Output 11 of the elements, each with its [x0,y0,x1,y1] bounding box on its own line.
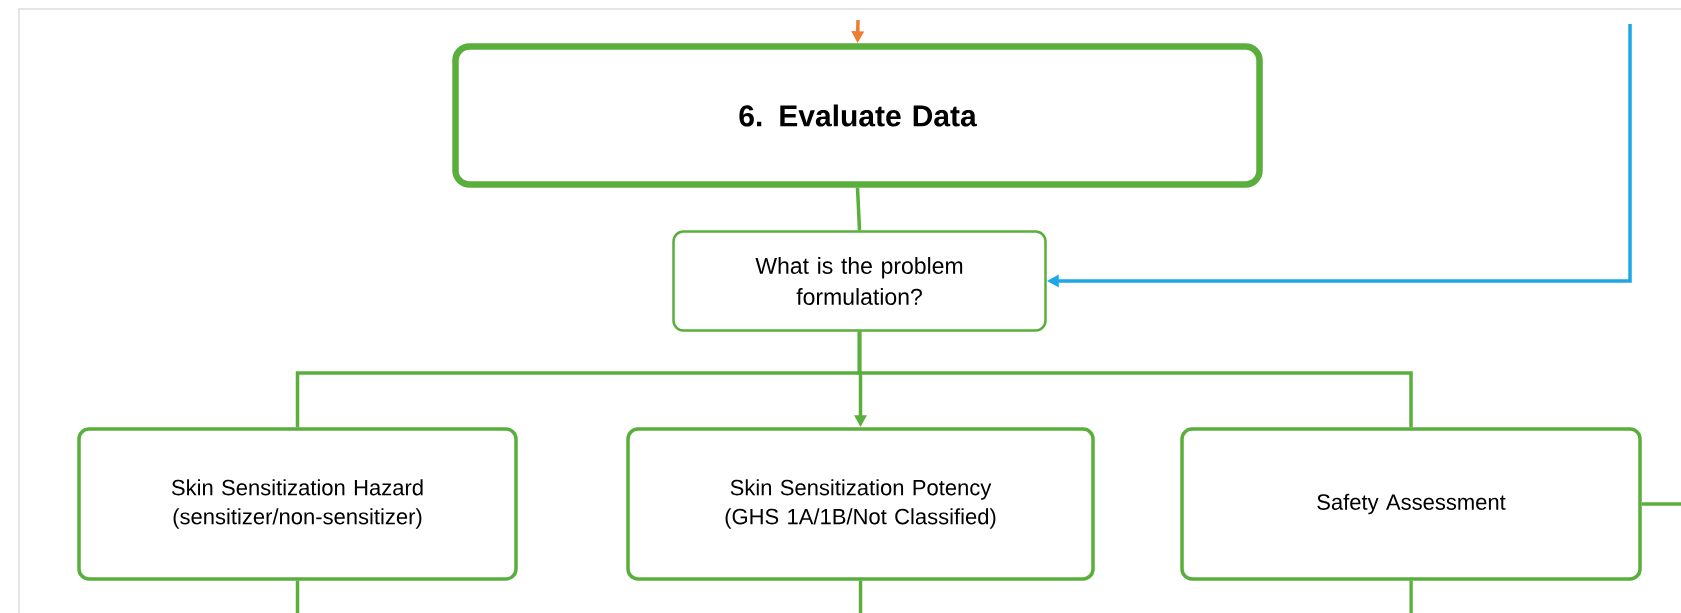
connector-line [1641,502,1681,506]
connector-line [295,580,300,613]
connector-line [858,580,863,613]
connector-line [855,187,862,231]
outcome-box: Skin Sensitization Potency (GHS 1A/1B/Not Classified) [626,427,1095,581]
title-box: 6. Evaluate Data [452,43,1263,188]
connector-line [1409,580,1413,613]
connector-line [857,331,1413,428]
outcome-box: Safety Assessment [1180,427,1642,581]
outcome-box: Skin Sensitization Hazard (sensitizer/non-sensitizer) [77,427,518,581]
question-box: What is the problem formulation? [672,230,1047,332]
